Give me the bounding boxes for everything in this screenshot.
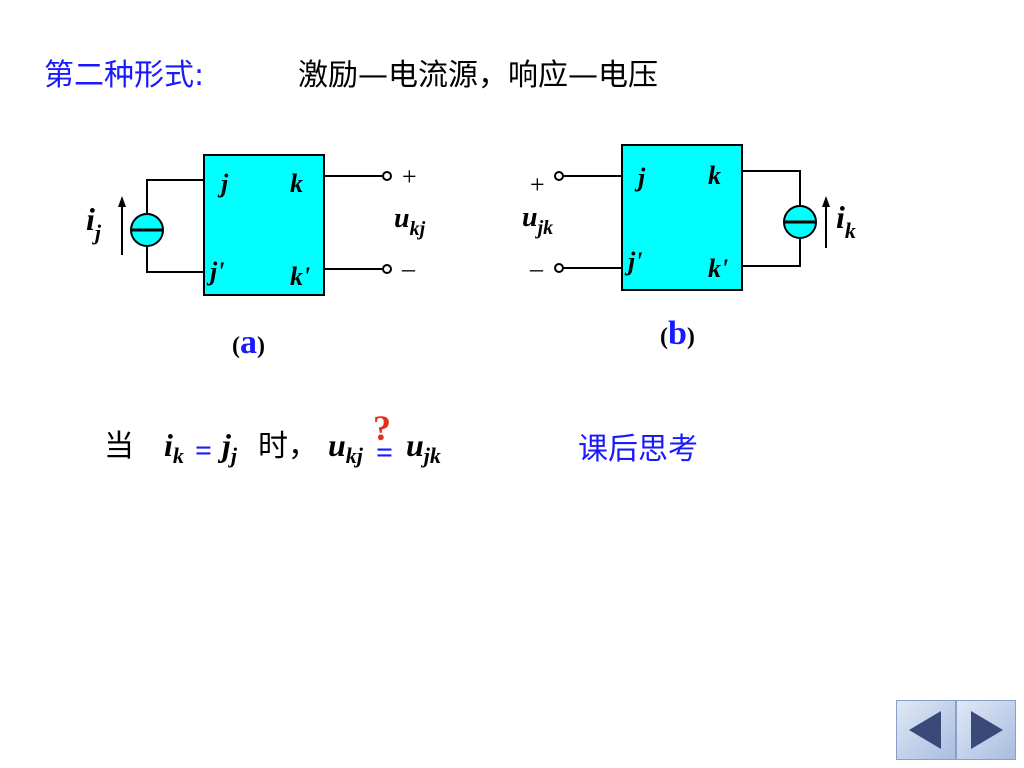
next-slide-button[interactable] xyxy=(956,700,1016,760)
question-ukj: ukj xyxy=(328,427,364,468)
question-ujk: ujk xyxy=(406,427,441,468)
prev-slide-button[interactable] xyxy=(896,700,956,760)
node-kp-a: k' xyxy=(290,262,310,291)
current-source-a-icon xyxy=(118,196,164,255)
question-ik: ik xyxy=(164,427,184,468)
current-label-b: ik xyxy=(836,199,856,243)
voltage-label-b: ujk xyxy=(522,202,553,239)
minus-b: – xyxy=(529,254,544,283)
prev-arrow-icon xyxy=(909,711,941,749)
node-k-b: k xyxy=(708,161,721,190)
question-shi: 时， xyxy=(258,429,318,464)
plus-b: + xyxy=(530,170,545,199)
question-equals-2: = xyxy=(376,436,393,469)
question-equals: = xyxy=(195,434,212,467)
network-a: j k j' k' + – ukj ij (a) xyxy=(86,154,426,361)
caption-a: (a) xyxy=(232,324,265,361)
slide-title: 激励—电流源，响应—电压 xyxy=(298,58,658,93)
current-source-b-icon xyxy=(783,196,830,248)
question-line: 当 ik = jj 时， ukj = ? ujk xyxy=(104,408,441,469)
node-kp-b: k' xyxy=(708,254,728,283)
next-arrow-icon xyxy=(971,711,1003,749)
question-dang: 当 xyxy=(104,429,134,464)
network-b: j k j' k' + – ujk ik (b) xyxy=(522,144,856,352)
node-jp-b: j' xyxy=(624,247,642,276)
question-jj: jj xyxy=(217,427,238,468)
terminal-k-a xyxy=(382,171,392,181)
slide-subtitle: 第二种形式: xyxy=(44,58,205,93)
voltage-label-a: ukj xyxy=(394,203,426,240)
terminal-jp-b xyxy=(554,263,564,273)
terminal-kp-a xyxy=(382,264,392,274)
minus-a: – xyxy=(401,254,416,283)
network-box-b xyxy=(621,144,743,291)
caption-b: (b) xyxy=(660,315,695,352)
after-class-thinking: 课后思考 xyxy=(578,432,698,467)
plus-a: + xyxy=(402,162,417,191)
network-box-a xyxy=(203,154,325,296)
node-k-a: k xyxy=(290,169,303,198)
question-mark: ? xyxy=(373,408,391,448)
current-label-a: ij xyxy=(86,201,102,245)
node-jp-a: j' xyxy=(206,257,224,286)
terminal-j-b xyxy=(554,171,564,181)
